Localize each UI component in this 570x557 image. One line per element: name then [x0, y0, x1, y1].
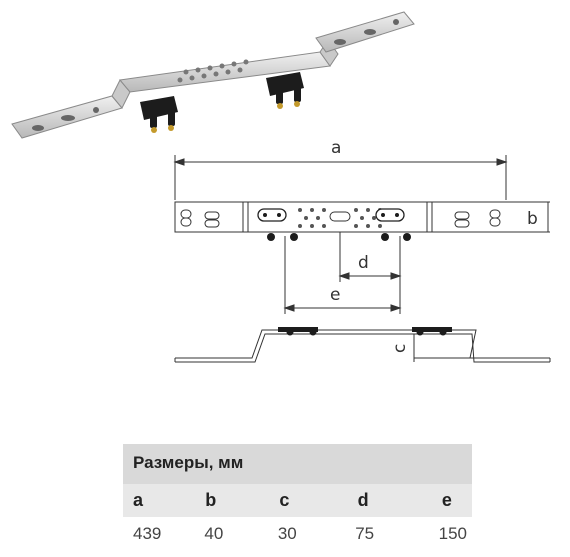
header-cell-a: a: [133, 490, 144, 510]
product-photo: [11, 11, 415, 139]
header-cell-d: d: [357, 490, 369, 510]
value-cell-c: 30: [277, 523, 297, 543]
value-cell-e: 150: [438, 523, 467, 543]
value-cell-a: 439: [133, 523, 162, 543]
header-cell-c: c: [279, 490, 290, 510]
header-cell-b: b: [205, 490, 217, 510]
dimensions-table: Размеры, мм a b c d e 439 40 30 75 150: [123, 444, 472, 550]
dimension-label-e: e: [330, 285, 340, 305]
value-cell-b: 40: [204, 523, 224, 543]
header-cell-e: e: [441, 490, 452, 510]
dimension-label-a: a: [331, 138, 341, 158]
technical-drawing: a b c d e: [173, 138, 551, 363]
dimension-label-d: d: [358, 253, 369, 273]
dimension-label-c: c: [390, 344, 410, 353]
value-cell-d: 75: [355, 523, 375, 543]
table-header-row: a b c d e: [123, 484, 472, 517]
table-title: Размеры, мм: [123, 444, 472, 484]
dimension-label-b: b: [527, 209, 538, 229]
table-values-row: 439 40 30 75 150: [123, 517, 472, 550]
